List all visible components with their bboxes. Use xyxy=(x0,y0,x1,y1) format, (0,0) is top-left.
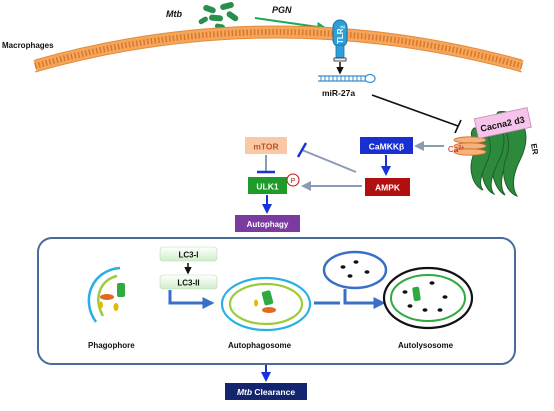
ampk-box xyxy=(365,178,410,196)
lc3-i-box xyxy=(159,246,218,262)
ampk-label: AMPK xyxy=(375,183,401,193)
cacna2d3-box: Cacna2 d3 xyxy=(473,107,532,139)
autolysosome-icon xyxy=(382,266,474,330)
tlr2-label: TLR2 xyxy=(336,25,347,44)
mir27a-label: miR-27a xyxy=(322,88,355,98)
tlr2-receptor xyxy=(332,19,348,62)
camkk-box xyxy=(360,137,413,154)
inhibition-line-mir27a xyxy=(371,94,462,134)
phagophore-icon xyxy=(87,266,125,323)
calcium-label: Ca2+ xyxy=(448,145,465,154)
mtb-clearance-box xyxy=(225,383,307,400)
phagophore-to-autophagosome-arrow xyxy=(168,290,215,309)
ampk-inhibits-mtor xyxy=(296,142,357,173)
lc3-i-label: LC3-I xyxy=(179,251,199,260)
autolysosome-label: Autolysosome xyxy=(398,341,454,350)
autophagosome-label: Autophagosome xyxy=(228,341,292,350)
phospho-badge xyxy=(286,173,300,187)
lysosome-icon xyxy=(322,250,388,290)
phagophore-label: Phagophore xyxy=(88,341,135,350)
mtb-label: Mtb xyxy=(166,9,182,19)
er-label: ER xyxy=(529,143,540,156)
mtor-box xyxy=(245,137,287,154)
autophagosome-to-autolysosome-arrow xyxy=(343,289,386,309)
cacna2d3-channel xyxy=(453,136,487,156)
cell-membrane xyxy=(33,25,524,73)
autophagy-label: Autophagy xyxy=(247,220,289,229)
ulk1-label: ULK1 xyxy=(256,182,278,192)
mir27a-hairpin-icon xyxy=(318,73,376,84)
mtor-label: mTOR xyxy=(253,142,278,152)
camkk-label: CaMKKβ xyxy=(369,142,404,152)
lc3-ii-box xyxy=(159,274,218,290)
autophagy-box xyxy=(235,215,300,232)
pgn-label: PGN xyxy=(272,5,292,15)
mtor-inhibits-ulk1 xyxy=(257,155,275,174)
mtb-bacteria-icon xyxy=(198,1,239,30)
ulk1-box xyxy=(248,177,287,194)
macrophages-label: Macrophages xyxy=(2,41,54,50)
phospho-label: P xyxy=(291,178,296,185)
mtb-clearance-label: Mtb Clearance xyxy=(237,387,295,397)
autophagosome-icon xyxy=(220,276,312,332)
lc3-ii-label: LC3-II xyxy=(177,279,199,288)
